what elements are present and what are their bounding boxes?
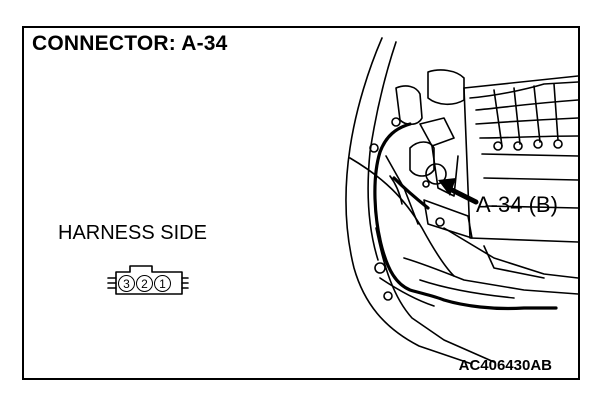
figure-code: AC406430AB (458, 357, 552, 374)
callout-arrow (438, 178, 479, 205)
connector-pictogram (107, 265, 189, 295)
diagram-frame: CONNECTOR: A-34 HARNESS SIDE (22, 26, 580, 380)
connector-pin: 2 (136, 275, 153, 292)
wiring-harness (373, 122, 558, 311)
diagram-title: CONNECTOR: A-34 (32, 32, 228, 55)
engine-bay-illustration (107, 37, 578, 365)
connector-pins: 3 2 1 (118, 275, 171, 293)
connector-callout-label: A-34 (B) (476, 192, 558, 217)
connector-pin: 3 (118, 275, 135, 292)
connector-pin: 1 (154, 275, 171, 292)
harness-side-label: HARNESS SIDE (58, 222, 207, 244)
